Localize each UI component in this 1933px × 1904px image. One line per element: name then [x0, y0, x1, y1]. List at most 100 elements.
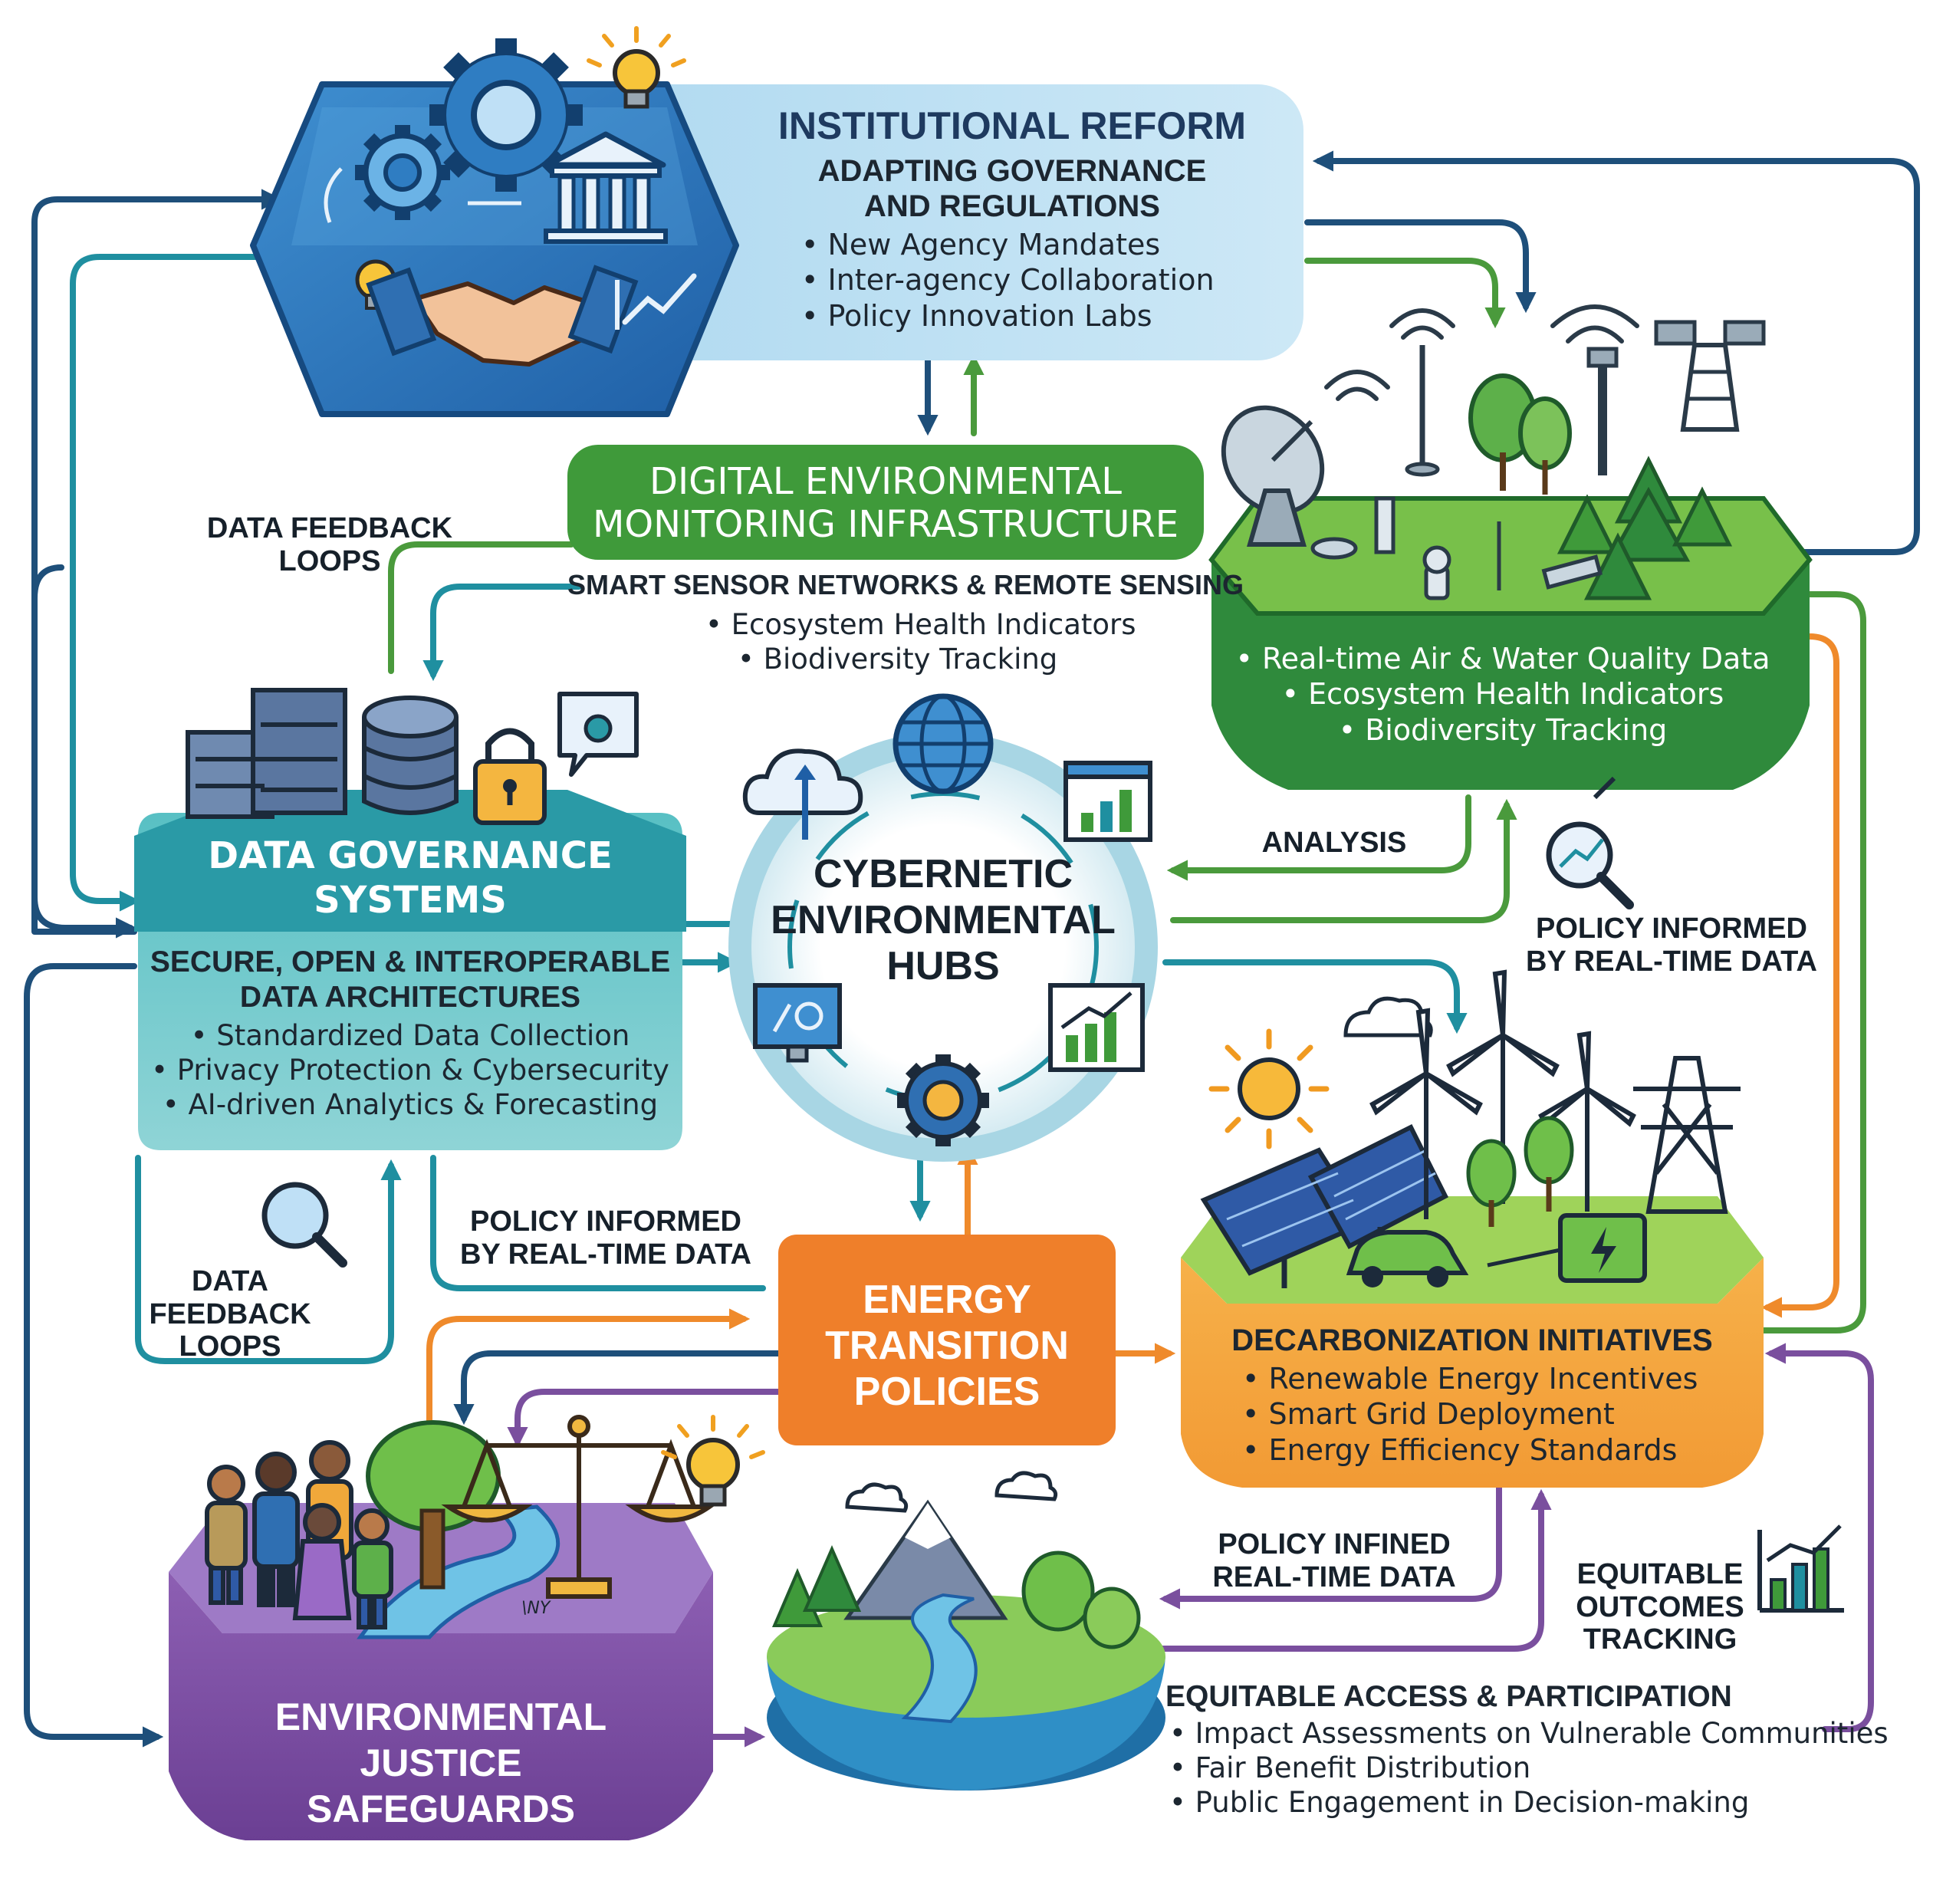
monitoring-island-bullet: Biodiversity Tracking — [1227, 712, 1779, 748]
institutional-bullets: New Agency Mandates Inter-agency Collabo… — [801, 227, 1215, 334]
padlock-icon — [473, 728, 547, 825]
label-analysis: ANALYSIS — [1261, 827, 1407, 859]
satellite-dish-icon — [1221, 405, 1325, 547]
globe-icon — [893, 693, 994, 794]
label-policy-informed-right: POLICY INFORMED BY REAL-TIME DATA — [1511, 913, 1833, 978]
arrow-datagov-to-energy — [430, 1155, 766, 1291]
gear-icon — [897, 1054, 989, 1146]
arrow-institutional-to-monitoring-navy — [1304, 219, 1537, 314]
magnifier-icon — [1546, 776, 1634, 909]
wind-turbine-icon — [1369, 969, 1636, 1219]
equitable-bullet: Fair Benefit Distribution — [1169, 1751, 1889, 1785]
label-line: DATA — [192, 1265, 268, 1297]
hub-line-1: CYBERNETIC — [813, 852, 1073, 896]
arrow-right-orange-to-decarb — [1757, 633, 1839, 1318]
arrow-right-green-to-monitoring — [1757, 584, 1866, 1333]
sensor-icons — [1310, 496, 1603, 600]
label-equitable-tracking: EQUITABLE OUTCOMES TRACKING — [1557, 1558, 1764, 1656]
monitoring-title-2: MONITORING INFRASTRUCTURE — [592, 503, 1179, 546]
scales-icon — [441, 1415, 717, 1599]
arrow-decarb-to-landscape — [1159, 1485, 1502, 1610]
datagov-bullet: Standardized Data Collection — [138, 1018, 682, 1053]
arrow-energy-to-justice-purple — [507, 1389, 781, 1449]
monitoring-bullet: Biodiversity Tracking — [705, 642, 1136, 676]
wifi-icon — [1324, 304, 1639, 401]
arrow-left-teal-loop — [70, 254, 279, 912]
arrow-monitoring-to-datagov-teal — [422, 584, 582, 682]
label-line: LOOPS — [278, 544, 381, 577]
database-icon — [362, 696, 459, 815]
label-line: POLICY INFORMED — [470, 1205, 741, 1238]
bar-chart-icon — [1048, 983, 1145, 1072]
monitoring-bullets: Ecosystem Health Indicators Biodiversity… — [705, 607, 1136, 676]
datagov-title-2: SYSTEMS — [314, 879, 507, 922]
gear-icon — [429, 38, 583, 192]
institutional-subtitle-2: AND REGULATIONS — [864, 189, 1160, 223]
institutional-subtitle-1: ADAPTING GOVERNANCE — [817, 154, 1207, 188]
gear-icon — [355, 125, 450, 220]
landscape-river — [901, 1593, 978, 1724]
institutional-bullet: New Agency Mandates — [801, 227, 1215, 262]
decarb-title: DECARBONIZATION INITIATIVES — [1231, 1324, 1713, 1357]
monitor-icon — [753, 983, 842, 1063]
monitoring-island-bullet: Ecosystem Health Indicators — [1227, 676, 1779, 712]
arrow-right-outer-to-institutional — [1312, 150, 1920, 555]
arrow-monitoring-to-datagov-green — [388, 541, 574, 674]
energy-line-1: ENERGY — [863, 1278, 1031, 1322]
justice-line-1: ENVIRONMENTAL — [274, 1695, 607, 1738]
hub-line-2: ENVIRONMENTAL — [771, 898, 1116, 942]
bank-icon — [544, 131, 668, 244]
bar-chart-icon — [1757, 1524, 1844, 1613]
datagov-top-shape — [134, 790, 686, 932]
cloud-icon — [845, 1471, 1058, 1513]
arrow-institutional-to-monitoring-green — [1304, 258, 1506, 329]
justice-sign-text: \NY — [521, 1599, 551, 1618]
tree-icon — [1468, 373, 1733, 600]
arrow-left-outer-to-datagov — [31, 564, 137, 939]
label-data-feedback-top: DATA FEEDBACK LOOPS — [184, 512, 475, 577]
monitoring-title-1: DIGITAL ENVIRONMENTAL — [649, 460, 1122, 503]
energy-line-2: TRANSITION — [825, 1324, 1069, 1368]
institutional-bullet: Inter-agency Collaboration — [801, 262, 1215, 298]
datagov-bullets: Standardized Data Collection Privacy Pro… — [138, 1018, 682, 1122]
tree-icon — [771, 1545, 1141, 1649]
label-line: TRACKING — [1583, 1623, 1737, 1656]
tower-icon — [1586, 347, 1619, 475]
landscape-section — [767, 1471, 1844, 1791]
sun-icon — [1208, 1028, 1330, 1149]
datagov-title-1: DATA GOVERNANCE — [208, 834, 613, 877]
label-policy-informed-mid: POLICY INFORMED BY REAL-TIME DATA — [445, 1205, 767, 1271]
datagov-bullet: Privacy Protection & Cybersecurity — [138, 1053, 682, 1087]
arrow-hub-to-monitoring — [1170, 798, 1517, 923]
label-line: POLICY INFINED — [1218, 1528, 1451, 1560]
trend-icon — [615, 273, 697, 330]
justice-body — [169, 1572, 713, 1840]
settings-bubble-icon — [557, 692, 639, 777]
arrow-feedback-left-loop — [135, 1155, 402, 1364]
monitoring-title-band — [567, 445, 1204, 560]
hub-line-3: HUBS — [886, 944, 1000, 988]
tree-icon — [1466, 1116, 1574, 1227]
cloud-upload-icon — [742, 748, 863, 840]
label-line: FEEDBACK — [149, 1297, 311, 1330]
electric-car-icon — [1346, 1230, 1469, 1287]
server-icon — [186, 688, 347, 819]
wind-vane-icon — [1654, 320, 1766, 432]
decarb-bullets: Renewable Energy Incentives Smart Grid D… — [1242, 1361, 1698, 1468]
people-icon — [205, 1440, 393, 1629]
label-line: BY REAL-TIME DATA — [460, 1238, 751, 1271]
battery-icon — [1487, 1213, 1647, 1283]
label-line: EQUITABLE — [1576, 1558, 1744, 1590]
justice-line-2: JUSTICE — [360, 1741, 522, 1784]
label-line: POLICY INFORMED — [1536, 913, 1807, 945]
label-line: LOOPS — [179, 1330, 281, 1363]
bar-chart-icon — [1063, 761, 1152, 842]
tower-icon — [1633, 1056, 1741, 1214]
arrow-left-navy-to-justice — [24, 963, 164, 1748]
lightbulb-icon — [661, 1415, 765, 1507]
monitoring-subtitle: SMART SENSOR NETWORKS & REMOTE SENSING — [567, 569, 1244, 600]
justice-section — [169, 1415, 765, 1840]
equitable-bullets: Impact Assessments on Vulnerable Communi… — [1169, 1716, 1889, 1820]
label-line: DATA FEEDBACK — [206, 512, 453, 544]
